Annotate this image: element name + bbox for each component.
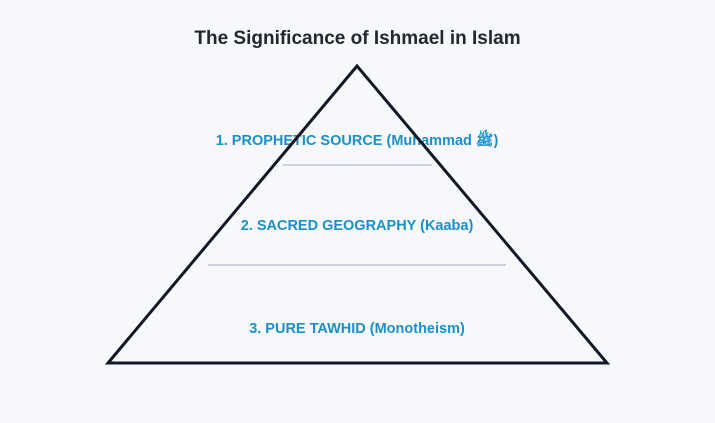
tier-label-pure-tawhid: 3. PURE TAWHID (Monotheism) bbox=[249, 321, 465, 337]
diagram-title: The Significance of Ishmael in Islam bbox=[194, 28, 521, 49]
tier-label-prophetic-source: 1. PROPHETIC SOURCE (Muhammad ﷺ) bbox=[216, 129, 499, 149]
pyramid-outline bbox=[104, 63, 611, 365]
tier-label-sacred-geography: 2. SACRED GEOGRAPHY (Kaaba) bbox=[241, 218, 474, 234]
